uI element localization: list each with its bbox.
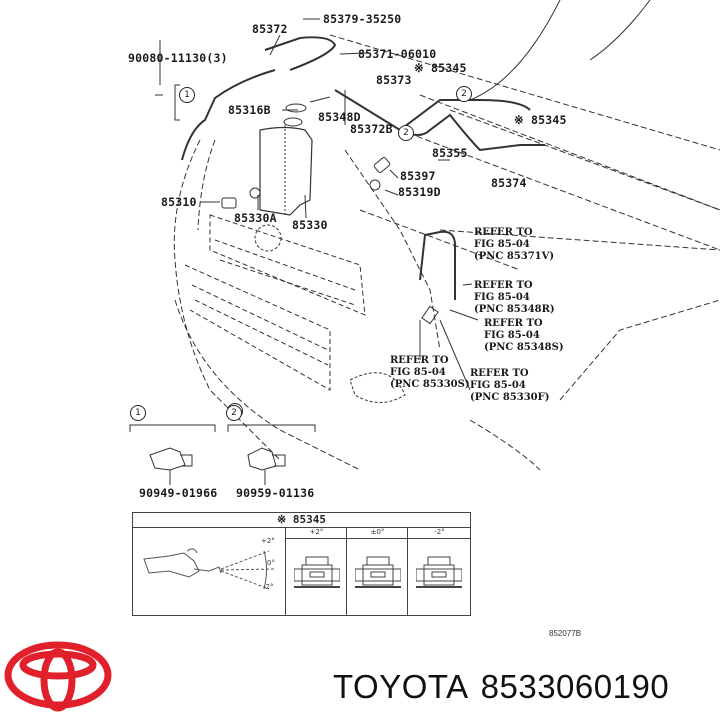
angle-plus2: +2° xyxy=(261,537,275,545)
nozzle-adjust-table: ※ 85345 +2° 0° -2° +2° ±0° -2° xyxy=(132,512,471,616)
label-85372: 85372 xyxy=(252,22,288,36)
label-85345-top: ※ 85345 xyxy=(414,61,467,75)
callout-1: 1 xyxy=(179,87,195,103)
part-number: 8533060190 xyxy=(480,668,670,705)
label-85345-right: ※ 85345 xyxy=(514,113,567,127)
label-85371-06010: 85371-06010 xyxy=(358,47,437,61)
label-85379-35250: 85379-35250 xyxy=(323,12,402,26)
refer-note-85330F: REFER TO FIG 85-04 (PNC 85330F) xyxy=(470,368,550,403)
angle-0: 0° xyxy=(267,559,275,567)
refer-note-85371V: REFER TO FIG 85-04 (PNC 85371V) xyxy=(474,227,555,262)
nozzle-plus2-icon xyxy=(294,556,340,588)
label-90949-01966: 90949-01966 xyxy=(139,486,218,500)
label-85330A: 85330A xyxy=(234,211,277,225)
label-90080-11130: 90080-11130(3) xyxy=(128,51,228,65)
label-85373: 85373 xyxy=(376,73,412,87)
column-minus2: -2° xyxy=(407,527,471,615)
callout-2-top: 2 xyxy=(456,86,472,102)
brand-name: TOYOTA xyxy=(333,668,469,705)
label-85397: 85397 xyxy=(400,169,436,183)
label-85374: 85374 xyxy=(491,176,527,190)
refer-note-85330S: REFER TO FIG 85-04 (PNC 85330S) xyxy=(390,355,470,390)
table-title: ※ 85345 xyxy=(133,513,470,528)
nozzle-zero-icon xyxy=(355,556,401,588)
column-header: -2° xyxy=(408,527,471,539)
label-85372B: 85372B xyxy=(350,122,393,136)
label-85355: 85355 xyxy=(432,146,468,160)
label-85330: 85330 xyxy=(292,218,328,232)
label-85319D: 85319D xyxy=(398,185,441,199)
label-90959-01136: 90959-01136 xyxy=(236,486,315,500)
label-85348D: 85348D xyxy=(318,110,361,124)
label-85316B: 85316B xyxy=(228,103,271,117)
nozzle-spray-icon xyxy=(143,548,275,590)
column-zero: ±0° xyxy=(346,527,408,615)
legend-callout-2: 2 xyxy=(226,405,242,421)
label-85310: 85310 xyxy=(161,195,197,209)
legend-callout-1: 1 xyxy=(130,405,146,421)
toyota-logo-icon xyxy=(4,641,112,712)
angle-minus2: -2° xyxy=(263,583,274,591)
nozzle-minus2-icon xyxy=(416,556,462,588)
brand-caption: TOYOTA 8533060190 xyxy=(333,668,681,706)
column-header: +2° xyxy=(286,527,347,539)
figure-code: 852077B xyxy=(549,629,582,638)
refer-note-85348R: REFER TO FIG 85-04 (PNC 85348R) xyxy=(474,280,555,315)
column-header: ±0° xyxy=(347,527,408,539)
callout-2-left: 2 xyxy=(398,125,414,141)
refer-note-85348S: REFER TO FIG 85-04 (PNC 85348S) xyxy=(484,318,564,353)
column-plus2: +2° xyxy=(285,527,347,615)
